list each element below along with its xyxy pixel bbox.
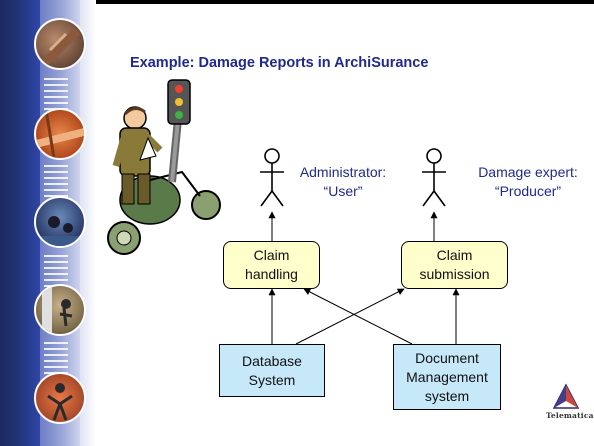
photo-circle-icon [34, 372, 86, 424]
damage-expert-actor-icon [422, 148, 446, 207]
photo-circle-icon [34, 108, 86, 160]
claim-handling-service: Claim handling [223, 241, 320, 289]
damage-expert-label: Damage expert: “Producer” [478, 164, 578, 199]
telematica-logo-text: Telematica Instituut [546, 411, 594, 420]
administrator-actor-icon [260, 148, 284, 207]
slide-title: Example: Damage Reports in ArchiSurance [130, 55, 429, 71]
triangle-logo-icon [552, 383, 580, 409]
connector-document-management-to-claim-handling [303, 288, 413, 345]
top-border [96, 0, 594, 4]
connector-database-to-claim-submission [295, 288, 405, 345]
claim-submission-service: Claim submission [401, 241, 508, 289]
sidebar-dark-band [0, 0, 40, 446]
sidebar-light-band [80, 0, 96, 446]
document-management-system-component: Document Management system [393, 344, 501, 410]
photo-circle-icon [34, 18, 86, 70]
photo-circle-icon [34, 196, 86, 248]
database-system-component: Database System [219, 344, 325, 397]
administrator-label: Administrator: “User” [299, 164, 387, 199]
photo-circle-icon [34, 284, 86, 336]
decorative-sidebar [0, 0, 96, 446]
